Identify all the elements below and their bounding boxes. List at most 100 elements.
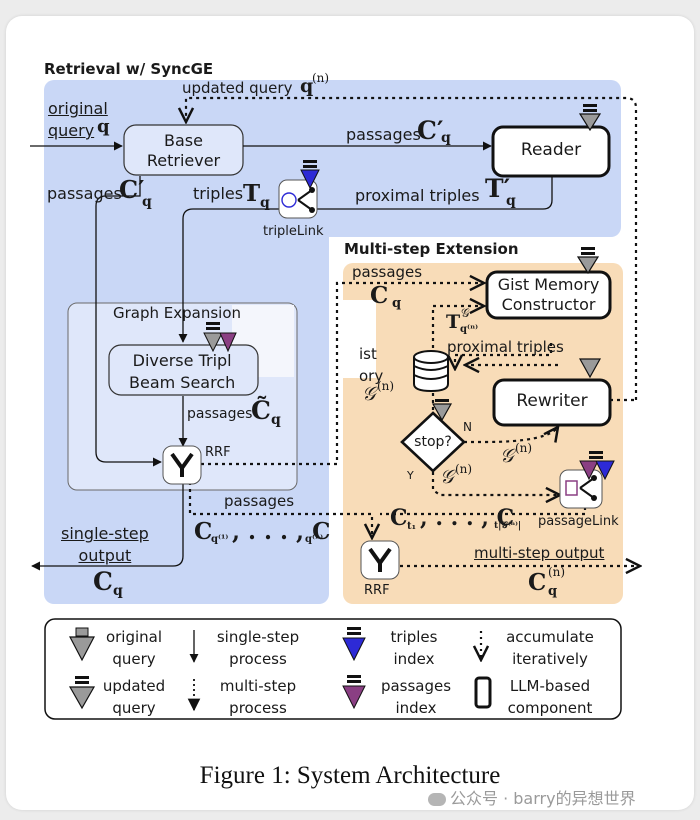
- c-list-sub1: q⁽¹⁾: [211, 534, 229, 545]
- passagelink-icon: [559, 469, 603, 509]
- legend-updated-query: updated query: [102, 677, 166, 717]
- base-retriever-box: [123, 124, 244, 176]
- t-q-sub: q: [260, 195, 270, 211]
- legend-accumulate: accumulate iteratively: [506, 628, 594, 668]
- c-t-math: C: [390, 505, 408, 531]
- proximal-triples-label-2: proximal triples: [447, 338, 564, 356]
- t-g-sub: q⁽ⁿ⁾: [460, 324, 479, 335]
- t-q-prime-math: T′: [485, 174, 511, 203]
- wechat-icon: [428, 793, 446, 806]
- c-q-ms-sub: q: [392, 296, 402, 311]
- t-q-math: T: [243, 180, 261, 207]
- original-query-label: original query: [48, 99, 108, 140]
- c-qn-out-math: C: [528, 569, 547, 596]
- rrf-label-2: RRF: [364, 583, 390, 598]
- legend-multi-step: multi-step process: [219, 677, 297, 717]
- c-q-out-sub: q: [113, 583, 123, 599]
- database-icon: [413, 350, 449, 393]
- c-q-top-sub: q: [441, 130, 451, 146]
- c-q-left-math: C′: [119, 175, 145, 204]
- g-n-stop-math: 𝒢: [440, 466, 454, 488]
- rrf-label-1: RRF: [205, 445, 231, 460]
- legend-triples-index: triples index: [390, 628, 438, 668]
- legend-single-step: single-step process: [216, 628, 300, 668]
- rrf-icon-1: [162, 445, 202, 485]
- g-n-rew-math: 𝒢: [500, 445, 514, 467]
- passages-ms-label: passages: [352, 263, 423, 281]
- gist-white-patch: [340, 300, 376, 378]
- retrieval-panel-title: Retrieval w/ SyncGE: [44, 60, 214, 78]
- q-n-math: q: [300, 75, 314, 97]
- q-n-sup: (n): [312, 71, 330, 85]
- diverse-search-label: Diverse Tripl Beam Search: [129, 351, 236, 392]
- rewriter-label: Rewriter: [516, 391, 588, 411]
- index-icons-passagelink: [579, 451, 615, 481]
- rrf-icon-2: [360, 540, 400, 580]
- passages-left-label: passages: [47, 184, 122, 203]
- passagelink-label: passageLink: [538, 514, 619, 529]
- diverse-search-box: [108, 344, 259, 396]
- t-q-prime-sub: q: [506, 193, 516, 209]
- original-query-icon-gist: [576, 247, 600, 275]
- updated-query-icon-reader: [578, 104, 602, 132]
- gist-constructor-label: Gist Memory Constructor: [497, 275, 600, 314]
- g-n-stop-sup: (n): [455, 462, 473, 476]
- stop-diamond: [400, 411, 466, 473]
- proximal-triples-label-1: proximal triples: [355, 186, 480, 205]
- triples-index-icon-triplelink: [300, 160, 320, 190]
- t-g-math: T: [446, 311, 461, 333]
- triples-label: triples: [193, 184, 244, 203]
- legend-passages-index: passages index: [380, 677, 452, 717]
- multi-step-output-label: multi-step output: [474, 544, 605, 562]
- gist-constructor-box: [485, 270, 612, 320]
- reader-label: Reader: [520, 140, 582, 160]
- passages-ge-label: passages: [187, 406, 253, 422]
- c-list-sub2: q⁽ⁿ⁾: [305, 534, 324, 545]
- gist-memory-label: ist ory: [359, 345, 384, 385]
- passages-bottom-label: passages: [224, 492, 295, 510]
- c-q-ms-math: C: [370, 282, 389, 309]
- q-math: q: [97, 116, 110, 137]
- single-step-output-label: single-step output: [61, 524, 149, 565]
- c-tilde-sub: q: [271, 412, 281, 428]
- updated-query-icon-stop: [431, 399, 453, 422]
- watermark: 公众号 · barry的异想世界: [428, 785, 636, 809]
- c-t-text: , . . . , C: [420, 505, 515, 531]
- c-list-math: C: [194, 518, 213, 545]
- n-label: N: [463, 420, 472, 434]
- legend-llm-component: LLM-based component: [507, 677, 593, 717]
- multistep-panel: [343, 263, 623, 604]
- c-list-text: , . . . , C: [232, 518, 331, 545]
- index-icons-graph-expansion: [203, 322, 237, 353]
- g-n-mem-sup: (n): [377, 379, 395, 393]
- c-q-top-math: C′: [417, 116, 444, 145]
- base-retriever-label: Base Retriever: [146, 131, 221, 170]
- figure-caption: Figure 1: System Architecture: [199, 762, 501, 789]
- legend-original-query: original query: [105, 628, 163, 668]
- stop-label: stop?: [414, 434, 452, 450]
- updated-query-icon: [68, 676, 96, 710]
- t-g-sup: 𝒢: [461, 306, 470, 320]
- passages-top-label: passages: [346, 125, 421, 144]
- c-tilde-math: C̃: [251, 396, 271, 425]
- llm-component-icon: [474, 676, 492, 709]
- passages-index-icon: [342, 675, 366, 710]
- g-n-rew-sup: (n): [515, 441, 533, 455]
- c-qn-out-sup: (n): [548, 565, 566, 579]
- c-q-out-math: C: [93, 567, 113, 596]
- triples-index-icon: [342, 627, 366, 662]
- original-query-icon: [69, 627, 95, 662]
- watermark-text: 公众号 · barry的异想世界: [450, 789, 636, 808]
- c-t-sub2: t|𝒢⁽ⁿ⁾|: [494, 521, 522, 531]
- multistep-panel-title: Multi-step Extension: [344, 240, 519, 258]
- y-label: Y: [407, 469, 414, 482]
- c-q-left-sub: q: [142, 194, 152, 210]
- triplelink-label: tripleLink: [263, 224, 324, 239]
- updated-query-label: updated query: [182, 79, 293, 97]
- graph-expansion-title: Graph Expansion: [113, 304, 242, 322]
- triplelink-icon: [278, 179, 318, 219]
- original-query-icon-rewriter: [578, 358, 602, 379]
- c-t-sub1: t₁: [407, 521, 416, 532]
- g-n-mem-math: 𝒢: [362, 383, 376, 405]
